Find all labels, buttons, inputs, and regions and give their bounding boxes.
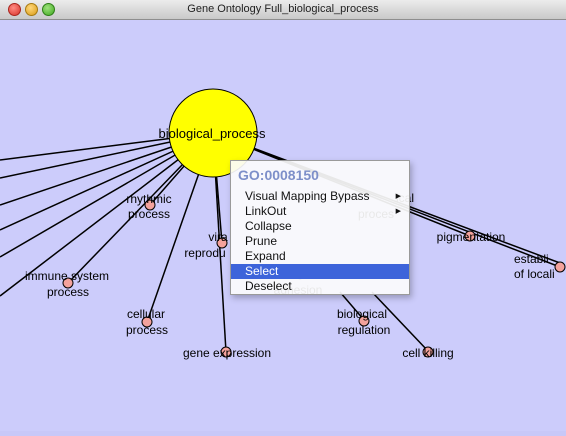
node-label: regulation: [338, 323, 391, 337]
menu-item-label: Collapse: [245, 219, 292, 233]
node-label: process: [128, 207, 170, 221]
node-label: reprodu: [184, 246, 225, 260]
node-cellular-process[interactable]: [141, 316, 153, 328]
close-window-button[interactable]: [8, 3, 21, 16]
node-label: vira: [208, 230, 228, 244]
menu-item-label: Visual Mapping Bypass: [245, 189, 370, 203]
node-context-menu[interactable]: GO:0008150 Visual Mapping Bypass ▶ LinkO…: [230, 160, 410, 295]
edge: [0, 132, 214, 297]
node-label-biological-process: biological_process: [159, 126, 266, 141]
node-biological-regulation[interactable]: [358, 315, 370, 327]
menu-item-expand[interactable]: Expand: [231, 249, 409, 264]
node-label: immune system: [25, 269, 109, 283]
menu-item-label: Expand: [245, 249, 286, 263]
zoom-window-button[interactable]: [42, 3, 55, 16]
menu-item-deselect[interactable]: Deselect: [231, 279, 409, 294]
node-label: pigmentation: [437, 230, 506, 244]
node-pigmentation[interactable]: [464, 230, 476, 242]
menu-item-label: Deselect: [245, 279, 292, 293]
child-nodes[interactable]: [62, 199, 566, 358]
menu-item-label: Prune: [245, 234, 278, 248]
menu-item-select[interactable]: Select: [231, 264, 409, 279]
menu-item-prune[interactable]: Prune: [231, 234, 409, 249]
node-immune-system-process[interactable]: [62, 277, 74, 289]
menu-item-collapse[interactable]: Collapse: [231, 219, 409, 234]
node-viral-reproduction[interactable]: [216, 237, 228, 249]
node-label: biological: [337, 307, 387, 321]
menu-item-linkout[interactable]: LinkOut ▶: [231, 204, 409, 219]
node-biological-process[interactable]: [168, 88, 258, 178]
window-title: Gene Ontology Full_biological_process: [187, 3, 379, 15]
menu-item-label: Select: [245, 264, 279, 278]
node-label: gene expression: [183, 346, 271, 360]
node-label: rhythmic: [126, 192, 171, 206]
minimize-window-button[interactable]: [25, 3, 38, 16]
submenu-arrow-icon: ▶: [395, 208, 401, 215]
node-label: cell killing: [402, 346, 453, 360]
node-label: cellular: [127, 307, 165, 321]
context-menu-title: GO:0008150: [238, 167, 319, 183]
window-titlebar[interactable]: Gene Ontology Full_biological_process: [0, 0, 566, 20]
node-label: process: [47, 285, 89, 299]
edge: [371, 291, 429, 352]
node-establishment[interactable]: [554, 261, 566, 273]
node-cell-killing[interactable]: [422, 346, 434, 358]
node-label: establi: [514, 252, 549, 266]
menu-item-visual-mapping-bypass[interactable]: Visual Mapping Bypass ▶: [231, 189, 409, 204]
node-rhythmic-process[interactable]: [144, 199, 156, 211]
edge: [339, 291, 365, 321]
node-gene-expression[interactable]: [220, 346, 232, 358]
node-label: process: [126, 323, 168, 337]
node-label: of locali: [514, 267, 555, 281]
network-canvas[interactable]: biological_process rhythmic process vira…: [0, 20, 566, 431]
menu-item-label: LinkOut: [245, 204, 287, 218]
submenu-arrow-icon: ▶: [395, 193, 401, 200]
